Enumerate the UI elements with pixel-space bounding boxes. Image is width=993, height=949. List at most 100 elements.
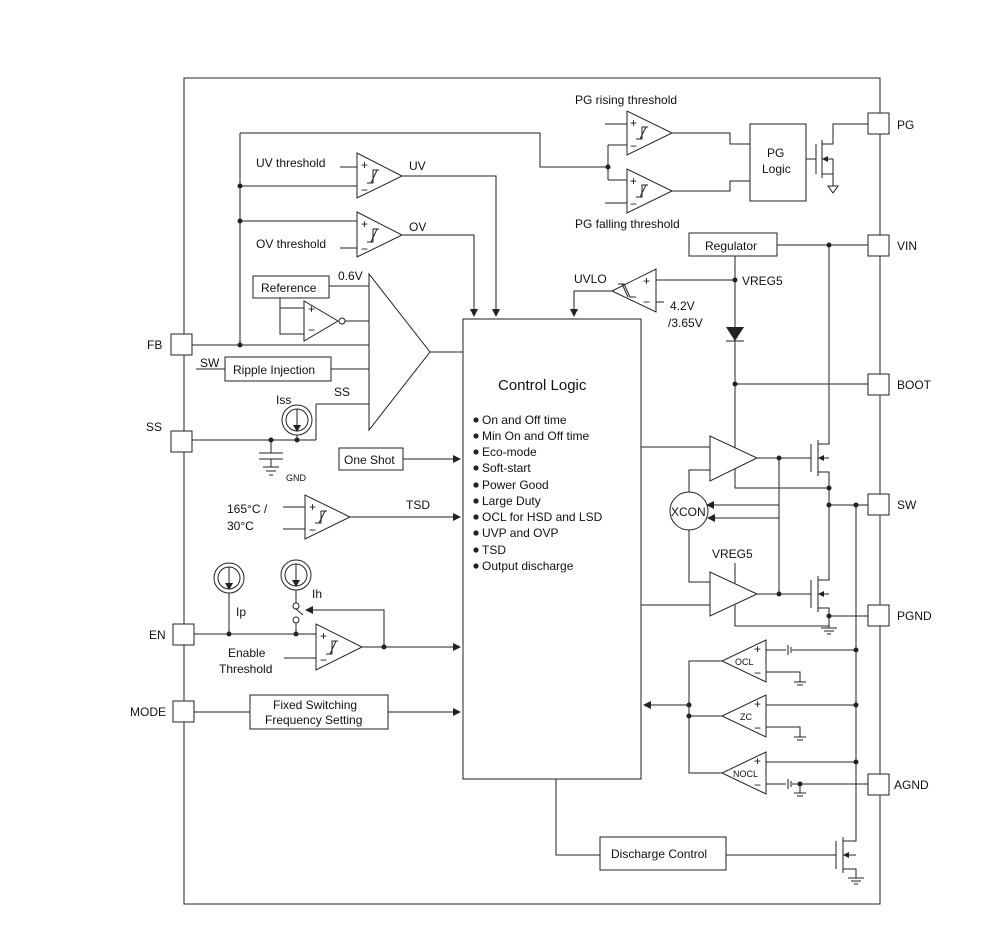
reference-block: Reference	[252, 275, 330, 299]
svg-text:ZC: ZC	[740, 712, 752, 722]
vreg5-low-label: VREG5	[712, 547, 753, 561]
svg-text:Ripple Injection: Ripple Injection	[233, 363, 315, 377]
svg-text:−: −	[308, 323, 315, 337]
feature-item: OCL for HSD and LSD	[473, 510, 603, 524]
pin-vin: VIN	[867, 234, 917, 257]
sw-input-label: SW	[200, 356, 220, 370]
enable-threshold-label-2: Threshold	[219, 662, 272, 676]
svg-text:−: −	[309, 523, 316, 537]
pin-mode-label: MODE	[130, 705, 166, 719]
uv-comparator: +−	[356, 152, 404, 199]
svg-text:XCON: XCON	[671, 505, 706, 519]
one-shot-block: One Shot	[338, 447, 404, 471]
high-side-driver	[709, 435, 759, 482]
svg-text:+: +	[754, 754, 761, 768]
low-side-driver	[709, 571, 759, 617]
gnd-label: GND	[286, 473, 307, 483]
ov-threshold-label: OV threshold	[256, 237, 326, 251]
svg-text:+: +	[308, 302, 315, 316]
svg-text:Frequency Setting: Frequency Setting	[265, 713, 362, 727]
pin-en-label: EN	[149, 628, 166, 642]
svg-text:PG: PG	[767, 146, 784, 160]
ocl-comparator: +− OCL	[720, 639, 767, 683]
feature-item: Soft-start	[473, 461, 531, 475]
discharge-mosfet	[835, 825, 864, 885]
uv-label: UV	[409, 159, 426, 173]
svg-text:OCL for HSD and LSD: OCL for HSD and LSD	[482, 510, 603, 524]
pg-rising-comparator: +−	[626, 110, 674, 156]
svg-text:−: −	[754, 721, 761, 735]
enable-threshold-label-1: Enable	[228, 646, 266, 660]
tsd-temp-label-2: 30°C	[227, 519, 254, 533]
feature-item: Min On and Off time	[473, 429, 589, 443]
svg-text:Power Good: Power Good	[482, 478, 549, 492]
fixed-switching-frequency-block: Fixed Switching Frequency Setting	[249, 694, 389, 730]
control-logic-feature-list: On and Off time Min On and Off time Eco-…	[473, 413, 603, 573]
pg-falling-threshold-label: PG falling threshold	[575, 217, 680, 231]
enable-comparator: +−	[315, 623, 364, 671]
tsd-comparator: +−	[304, 494, 352, 540]
svg-text:Regulator: Regulator	[705, 239, 757, 253]
ih-label: Ih	[312, 587, 322, 601]
svg-text:TSD: TSD	[482, 543, 506, 557]
feature-item: Eco-mode	[473, 445, 537, 459]
pg-falling-comparator: +−	[626, 168, 674, 214]
svg-text:NOCL: NOCL	[733, 769, 758, 779]
svg-text:−: −	[643, 295, 650, 309]
tsd-temp-label-1: 165°C /	[227, 502, 268, 516]
error-amplifier: +−	[303, 300, 346, 342]
pin-fb-label: FB	[147, 338, 162, 352]
pin-boot-label: BOOT	[897, 378, 932, 392]
svg-text:−: −	[754, 666, 761, 680]
tsd-label: TSD	[406, 498, 430, 512]
svg-text:+: +	[320, 629, 327, 643]
svg-text:−: −	[630, 139, 637, 153]
pin-ss-label: SS	[146, 420, 162, 434]
svg-text:Min On and Off time: Min On and Off time	[482, 429, 589, 443]
iss-current-source	[281, 404, 313, 436]
svg-text:Discharge Control: Discharge Control	[611, 847, 707, 861]
svg-text:+: +	[309, 500, 316, 514]
pin-mode: MODE	[130, 700, 195, 723]
feature-item: Output discharge	[473, 559, 574, 573]
pin-vin-label: VIN	[897, 239, 917, 253]
gnd-symbol	[259, 452, 283, 476]
uvlo-threshold-label-1: 4.2V	[670, 299, 695, 313]
pin-agnd: AGND	[867, 773, 929, 796]
pin-pg: PG	[867, 112, 914, 135]
svg-text:−: −	[361, 242, 368, 256]
svg-text:Fixed Switching: Fixed Switching	[273, 698, 357, 712]
pg-logic-block: PG Logic	[749, 123, 807, 202]
ss-label: SS	[334, 385, 350, 399]
pin-agnd-label: AGND	[894, 778, 929, 792]
ih-current-source	[280, 559, 312, 591]
ip-label: Ip	[236, 605, 246, 619]
svg-text:−: −	[320, 653, 327, 667]
vreg5-top-label: VREG5	[742, 274, 783, 288]
zc-comparator: +− ZC	[720, 694, 767, 738]
svg-text:+: +	[630, 116, 637, 130]
svg-text:−: −	[630, 197, 637, 211]
feature-item: Power Good	[473, 478, 549, 492]
xcon-block: XCON	[669, 491, 709, 531]
svg-text:One Shot: One Shot	[344, 453, 395, 467]
pg-rising-threshold-label: PG rising threshold	[575, 93, 677, 107]
pin-fb: FB	[147, 333, 193, 356]
ov-label: OV	[409, 220, 426, 234]
control-logic-block: Control Logic On and Off time Min On and…	[462, 318, 642, 780]
svg-text:−: −	[754, 778, 761, 792]
iss-label: Iss	[276, 393, 291, 407]
svg-text:+: +	[643, 274, 650, 288]
uv-threshold-label: UV threshold	[256, 156, 325, 170]
pg-output-mosfet	[806, 123, 868, 194]
svg-text:Soft-start: Soft-start	[482, 461, 531, 475]
pin-pgnd: PGND	[867, 604, 932, 627]
svg-text:UVP and OVP: UVP and OVP	[482, 526, 559, 540]
feature-item: TSD	[473, 543, 506, 557]
ov-comparator: +−	[356, 211, 404, 258]
regulator-block: Regulator	[688, 232, 778, 257]
pin-ss: SS	[146, 420, 193, 453]
svg-text:Logic: Logic	[762, 162, 791, 176]
pin-pg-label: PG	[897, 118, 914, 132]
high-side-mosfet	[810, 420, 830, 505]
